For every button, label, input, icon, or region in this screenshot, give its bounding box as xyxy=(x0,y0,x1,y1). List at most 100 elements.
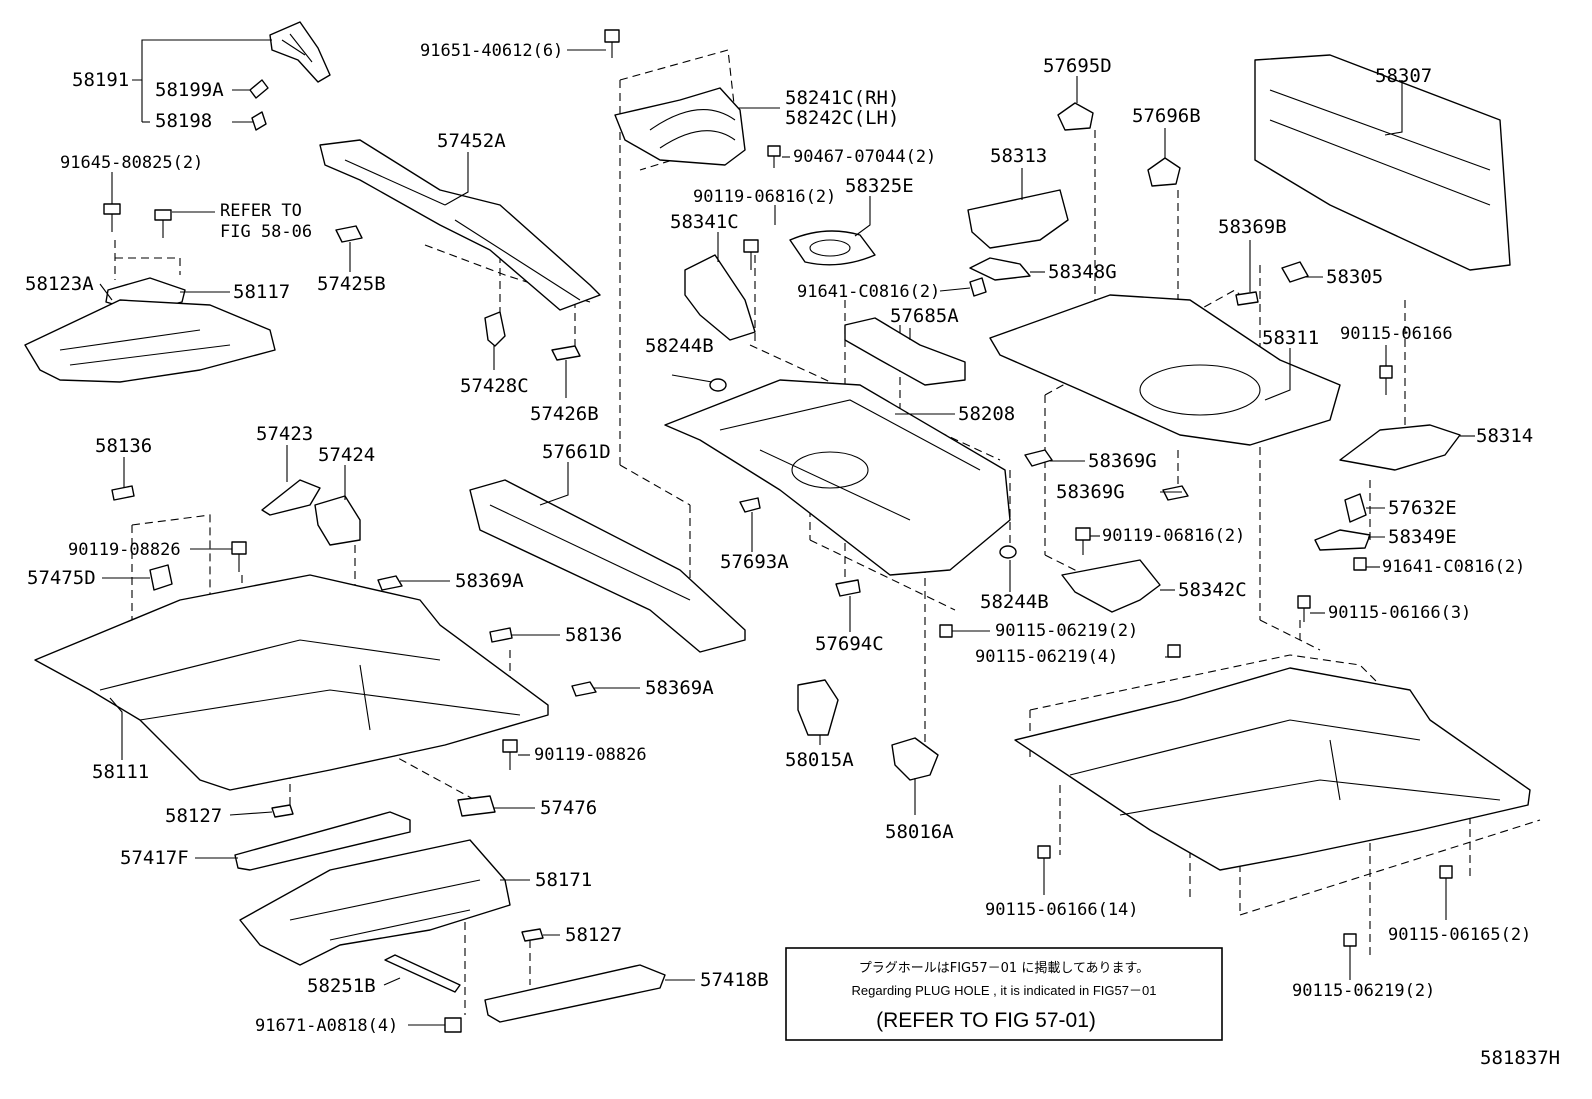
label-58342C: 58342C xyxy=(1178,579,1247,601)
label-58127-a: 58127 xyxy=(165,805,222,827)
part-58111-front-floor xyxy=(34,574,549,791)
part-58342C-bracket xyxy=(1061,559,1161,613)
bolt-91645 xyxy=(103,203,121,232)
label-57428C: 57428C xyxy=(460,375,529,397)
label-57694C: 57694C xyxy=(815,633,884,655)
note-box xyxy=(785,947,1223,1041)
part-57694C-clip xyxy=(835,579,861,597)
part-58369A-clip-b xyxy=(571,681,597,697)
label-91641-c0816-b: 91641-C0816(2) xyxy=(1382,557,1525,577)
part-57417F-rail xyxy=(234,811,411,871)
label-58015A: 58015A xyxy=(785,749,854,771)
label-90115-06166-b: 90115-06166(3) xyxy=(1328,603,1471,623)
label-58198: 58198 xyxy=(155,110,212,132)
bolt-90115-06166-a xyxy=(1379,365,1393,395)
label-90115-06219-b: 90115-06219(4) xyxy=(975,647,1118,667)
label-58307: 58307 xyxy=(1375,65,1432,87)
bolt-90115-06219-b xyxy=(1167,644,1181,658)
part-58369B-clip xyxy=(1235,291,1259,306)
bolt-90119-06816-b xyxy=(1075,527,1091,555)
note-refer: (REFER TO FIG 57-01) xyxy=(876,1009,1096,1032)
bolt-refer-fig-58-06 xyxy=(154,209,172,238)
label-58369A-b: 58369A xyxy=(645,677,714,699)
part-57425B-pad xyxy=(335,225,363,243)
bolt-90115-06166-c xyxy=(1037,845,1051,875)
label-57426B: 57426B xyxy=(530,403,599,425)
part-58171-center-floor xyxy=(239,839,511,966)
bolt-90115-06166-b xyxy=(1297,595,1311,622)
leader-lines xyxy=(99,39,1475,1026)
label-58136-b: 58136 xyxy=(565,624,622,646)
part-57426B-pad xyxy=(551,345,581,361)
figure-code: 581837H xyxy=(1480,1047,1560,1069)
bolt-58199A xyxy=(249,79,269,99)
note-english: Regarding PLUG HOLE , it is indicated in… xyxy=(852,983,1157,998)
label-58171: 58171 xyxy=(535,869,592,891)
label-58191: 58191 xyxy=(72,69,129,91)
bolt-91651 xyxy=(604,29,620,58)
label-57425B: 57425B xyxy=(317,273,386,295)
label-58111: 58111 xyxy=(92,761,149,783)
part-58369G-clip-b xyxy=(1162,485,1189,501)
bolt-58198 xyxy=(251,111,267,131)
label-58311: 58311 xyxy=(1262,327,1319,349)
label-90115-06166-a: 90115-06166 xyxy=(1340,324,1453,344)
label-58305: 58305 xyxy=(1326,266,1383,288)
bolt-91641-c0816 xyxy=(969,277,987,297)
bolt-90115-06219-c xyxy=(1343,933,1357,960)
part-58313-bracket xyxy=(967,189,1069,249)
part-58314-bracket xyxy=(1339,424,1461,471)
bolt-90119-08826-a xyxy=(231,541,247,572)
part-58349E-bracket xyxy=(1314,529,1371,551)
label-58241C: 58241C(RH) xyxy=(785,87,899,109)
part-57696B-pad xyxy=(1147,157,1181,187)
label-58117: 58117 xyxy=(233,281,290,303)
part-58123A-panel xyxy=(24,299,276,383)
part-58016A-bracket xyxy=(891,737,939,781)
bolt-91641-c0816-b xyxy=(1353,557,1367,571)
label-58123A: 58123A xyxy=(25,273,94,295)
label-91641-c0816-a: 91641-C0816(2) xyxy=(797,282,940,302)
label-57418B: 57418B xyxy=(700,969,769,991)
part-58244B-grommet-a xyxy=(709,378,727,392)
label-90115-06219-a: 90115-06219(2) xyxy=(995,621,1138,641)
label-58369G-a: 58369G xyxy=(1088,450,1157,472)
label-58348G: 58348G xyxy=(1048,261,1117,283)
bolt-91671 xyxy=(444,1017,462,1033)
label-90467-07044: 90467-07044(2) xyxy=(793,147,936,167)
label-57423: 57423 xyxy=(256,423,313,445)
label-58127-b: 58127 xyxy=(565,924,622,946)
label-91651-40612: 91651-40612(6) xyxy=(420,41,563,61)
label-58251B: 58251B xyxy=(307,975,376,997)
label-58314: 58314 xyxy=(1476,425,1533,447)
label-58242C: 58242C(LH) xyxy=(785,107,899,129)
label-57424: 57424 xyxy=(318,444,375,466)
part-57423-bracket xyxy=(261,479,321,516)
label-90119-08826-b: 90119-08826 xyxy=(534,745,647,765)
callout-labels: 58191 58199A 58198 91645-80825(2) REFER … xyxy=(25,41,1560,1069)
part-58136-clip-b xyxy=(489,627,513,643)
label-57475D: 57475D xyxy=(27,567,96,589)
part-58136-clip-a xyxy=(111,485,135,501)
label-90119-06816-a: 90119-06816(2) xyxy=(693,187,836,207)
part-57452A-crossmember xyxy=(319,139,601,311)
label-57695D: 57695D xyxy=(1043,55,1112,77)
bolt-90115-06219-a xyxy=(939,624,953,638)
part-floor-assembly xyxy=(1014,667,1531,871)
label-fig-58-06: FIG 58-06 xyxy=(220,222,312,242)
part-58341C-bracket xyxy=(684,254,756,341)
part-58241C-wheelhouse xyxy=(614,87,746,166)
label-57661D: 57661D xyxy=(542,441,611,463)
label-58313: 58313 xyxy=(990,145,1047,167)
part-57418B-rail xyxy=(484,964,666,1023)
part-57424-bracket xyxy=(314,495,361,546)
label-58244B-a: 58244B xyxy=(645,335,714,357)
part-58015A-bracket xyxy=(797,679,839,736)
label-58016A: 58016A xyxy=(885,821,954,843)
part-57476-pad xyxy=(457,795,496,817)
label-57452A: 57452A xyxy=(437,130,506,152)
part-58208-rear-floor xyxy=(664,379,1011,576)
label-90115-06219-c: 90115-06219(2) xyxy=(1292,981,1435,1001)
label-57685A: 57685A xyxy=(890,305,959,327)
